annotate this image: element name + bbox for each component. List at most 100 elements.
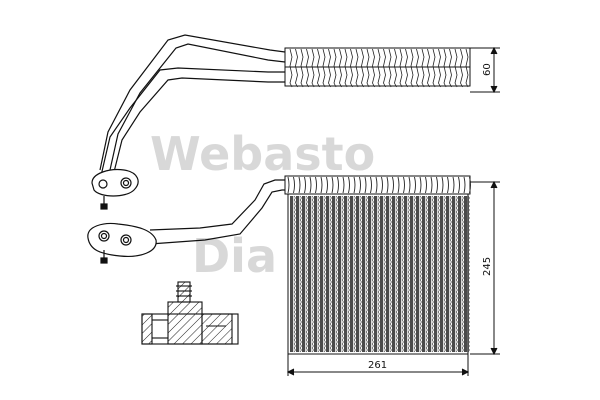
fin-line [344, 48, 348, 88]
fin-line [399, 48, 403, 88]
core-fin-wave [311, 195, 314, 353]
header-rib [353, 176, 356, 194]
fin-line [350, 48, 353, 88]
core-fin-column [374, 196, 378, 352]
core-fin-column [464, 196, 468, 352]
header-rib [293, 176, 295, 194]
core-fin-wave [335, 195, 338, 353]
header-rib [463, 176, 466, 194]
dimension-tube-height [470, 46, 500, 94]
fin-line [361, 48, 364, 88]
fin-line [328, 48, 331, 88]
header-rib [469, 176, 471, 194]
fin-line [377, 48, 381, 88]
fin-line [438, 48, 441, 88]
core-fin-column [362, 196, 366, 352]
core-fin-wave [413, 195, 416, 353]
fin-line [465, 48, 469, 88]
core-fin-wave [323, 195, 326, 353]
fin-line [388, 48, 392, 88]
header-rib [304, 176, 306, 194]
header-rib [392, 176, 394, 194]
header-rib [408, 176, 411, 194]
core-fin-column [290, 196, 294, 352]
core-fin-wave [401, 195, 404, 353]
core-fin-wave [383, 195, 386, 353]
core-fins [290, 195, 470, 353]
header-rib [315, 176, 317, 194]
core-fin-column [446, 196, 450, 352]
core-fin-wave [377, 195, 380, 353]
header-rib [414, 176, 416, 194]
watermark-line1: Webasto [150, 127, 375, 181]
core-fin-column [458, 196, 462, 352]
fin-line [416, 48, 419, 88]
fin-line [449, 48, 452, 88]
core-fin-wave [437, 195, 440, 353]
core-fin-column [356, 196, 360, 352]
upper-pipe-assembly [99, 34, 286, 181]
header-rib [386, 176, 389, 194]
core-fin-wave [371, 195, 374, 353]
header-rib [375, 176, 378, 194]
core-fin-wave [431, 195, 434, 353]
core-fin-column [440, 196, 444, 352]
core-fin-wave [359, 195, 362, 353]
header-rib [359, 176, 361, 194]
valve-stud [177, 281, 191, 303]
header-rib [320, 176, 323, 194]
fin-line [443, 48, 447, 88]
header-rib [287, 176, 290, 194]
core-fin-wave [467, 195, 470, 353]
fin-line [366, 48, 370, 88]
core-fin-column [428, 196, 432, 352]
fin-line [405, 48, 408, 88]
dimension-label-261: 261 [368, 360, 387, 371]
fin-line [394, 48, 397, 88]
core-fin-wave [305, 195, 308, 353]
core-fin-wave [341, 195, 344, 353]
header-rib [441, 176, 444, 194]
core-fin-column [368, 196, 372, 352]
core-fin-wave [425, 195, 428, 353]
upper-finned-tube [284, 47, 471, 88]
core-fin-wave [365, 195, 368, 353]
core-fin-column [326, 196, 330, 352]
fin-line [295, 48, 298, 88]
core-fin-column [410, 196, 414, 352]
core-fin-column [296, 196, 300, 352]
core-fin-wave [461, 195, 464, 353]
header-ribs [287, 176, 471, 194]
header-rib [430, 176, 433, 194]
header-rib [364, 176, 367, 194]
header-rib [331, 176, 334, 194]
core-fin-column [320, 196, 324, 352]
header-rib [425, 176, 427, 194]
core-fin-wave [299, 195, 302, 353]
header-rib [342, 176, 345, 194]
core-fin-wave [347, 195, 350, 353]
core-fin-column [332, 196, 336, 352]
lower-flange [87, 222, 157, 264]
fin-line [432, 48, 436, 88]
core-fin-column [314, 196, 318, 352]
fin-line [333, 48, 337, 88]
core-fin-wave [293, 195, 296, 353]
header-rib [397, 176, 400, 194]
core-fin-column [452, 196, 456, 352]
core-fin-column [350, 196, 354, 352]
core-fin-column [338, 196, 342, 352]
valve-section-view [141, 281, 239, 345]
fin-line [355, 48, 359, 88]
header-rib [436, 176, 438, 194]
fin-line [460, 48, 463, 88]
header-rib [419, 176, 422, 194]
header-rib [447, 176, 449, 194]
fin-line [300, 48, 304, 88]
dimension-core-height [470, 180, 500, 356]
fin-line [454, 48, 458, 88]
core-fin-wave [317, 195, 320, 353]
header-rib [403, 176, 405, 194]
watermark-line2: Dia [192, 229, 277, 283]
fin-line [421, 48, 425, 88]
